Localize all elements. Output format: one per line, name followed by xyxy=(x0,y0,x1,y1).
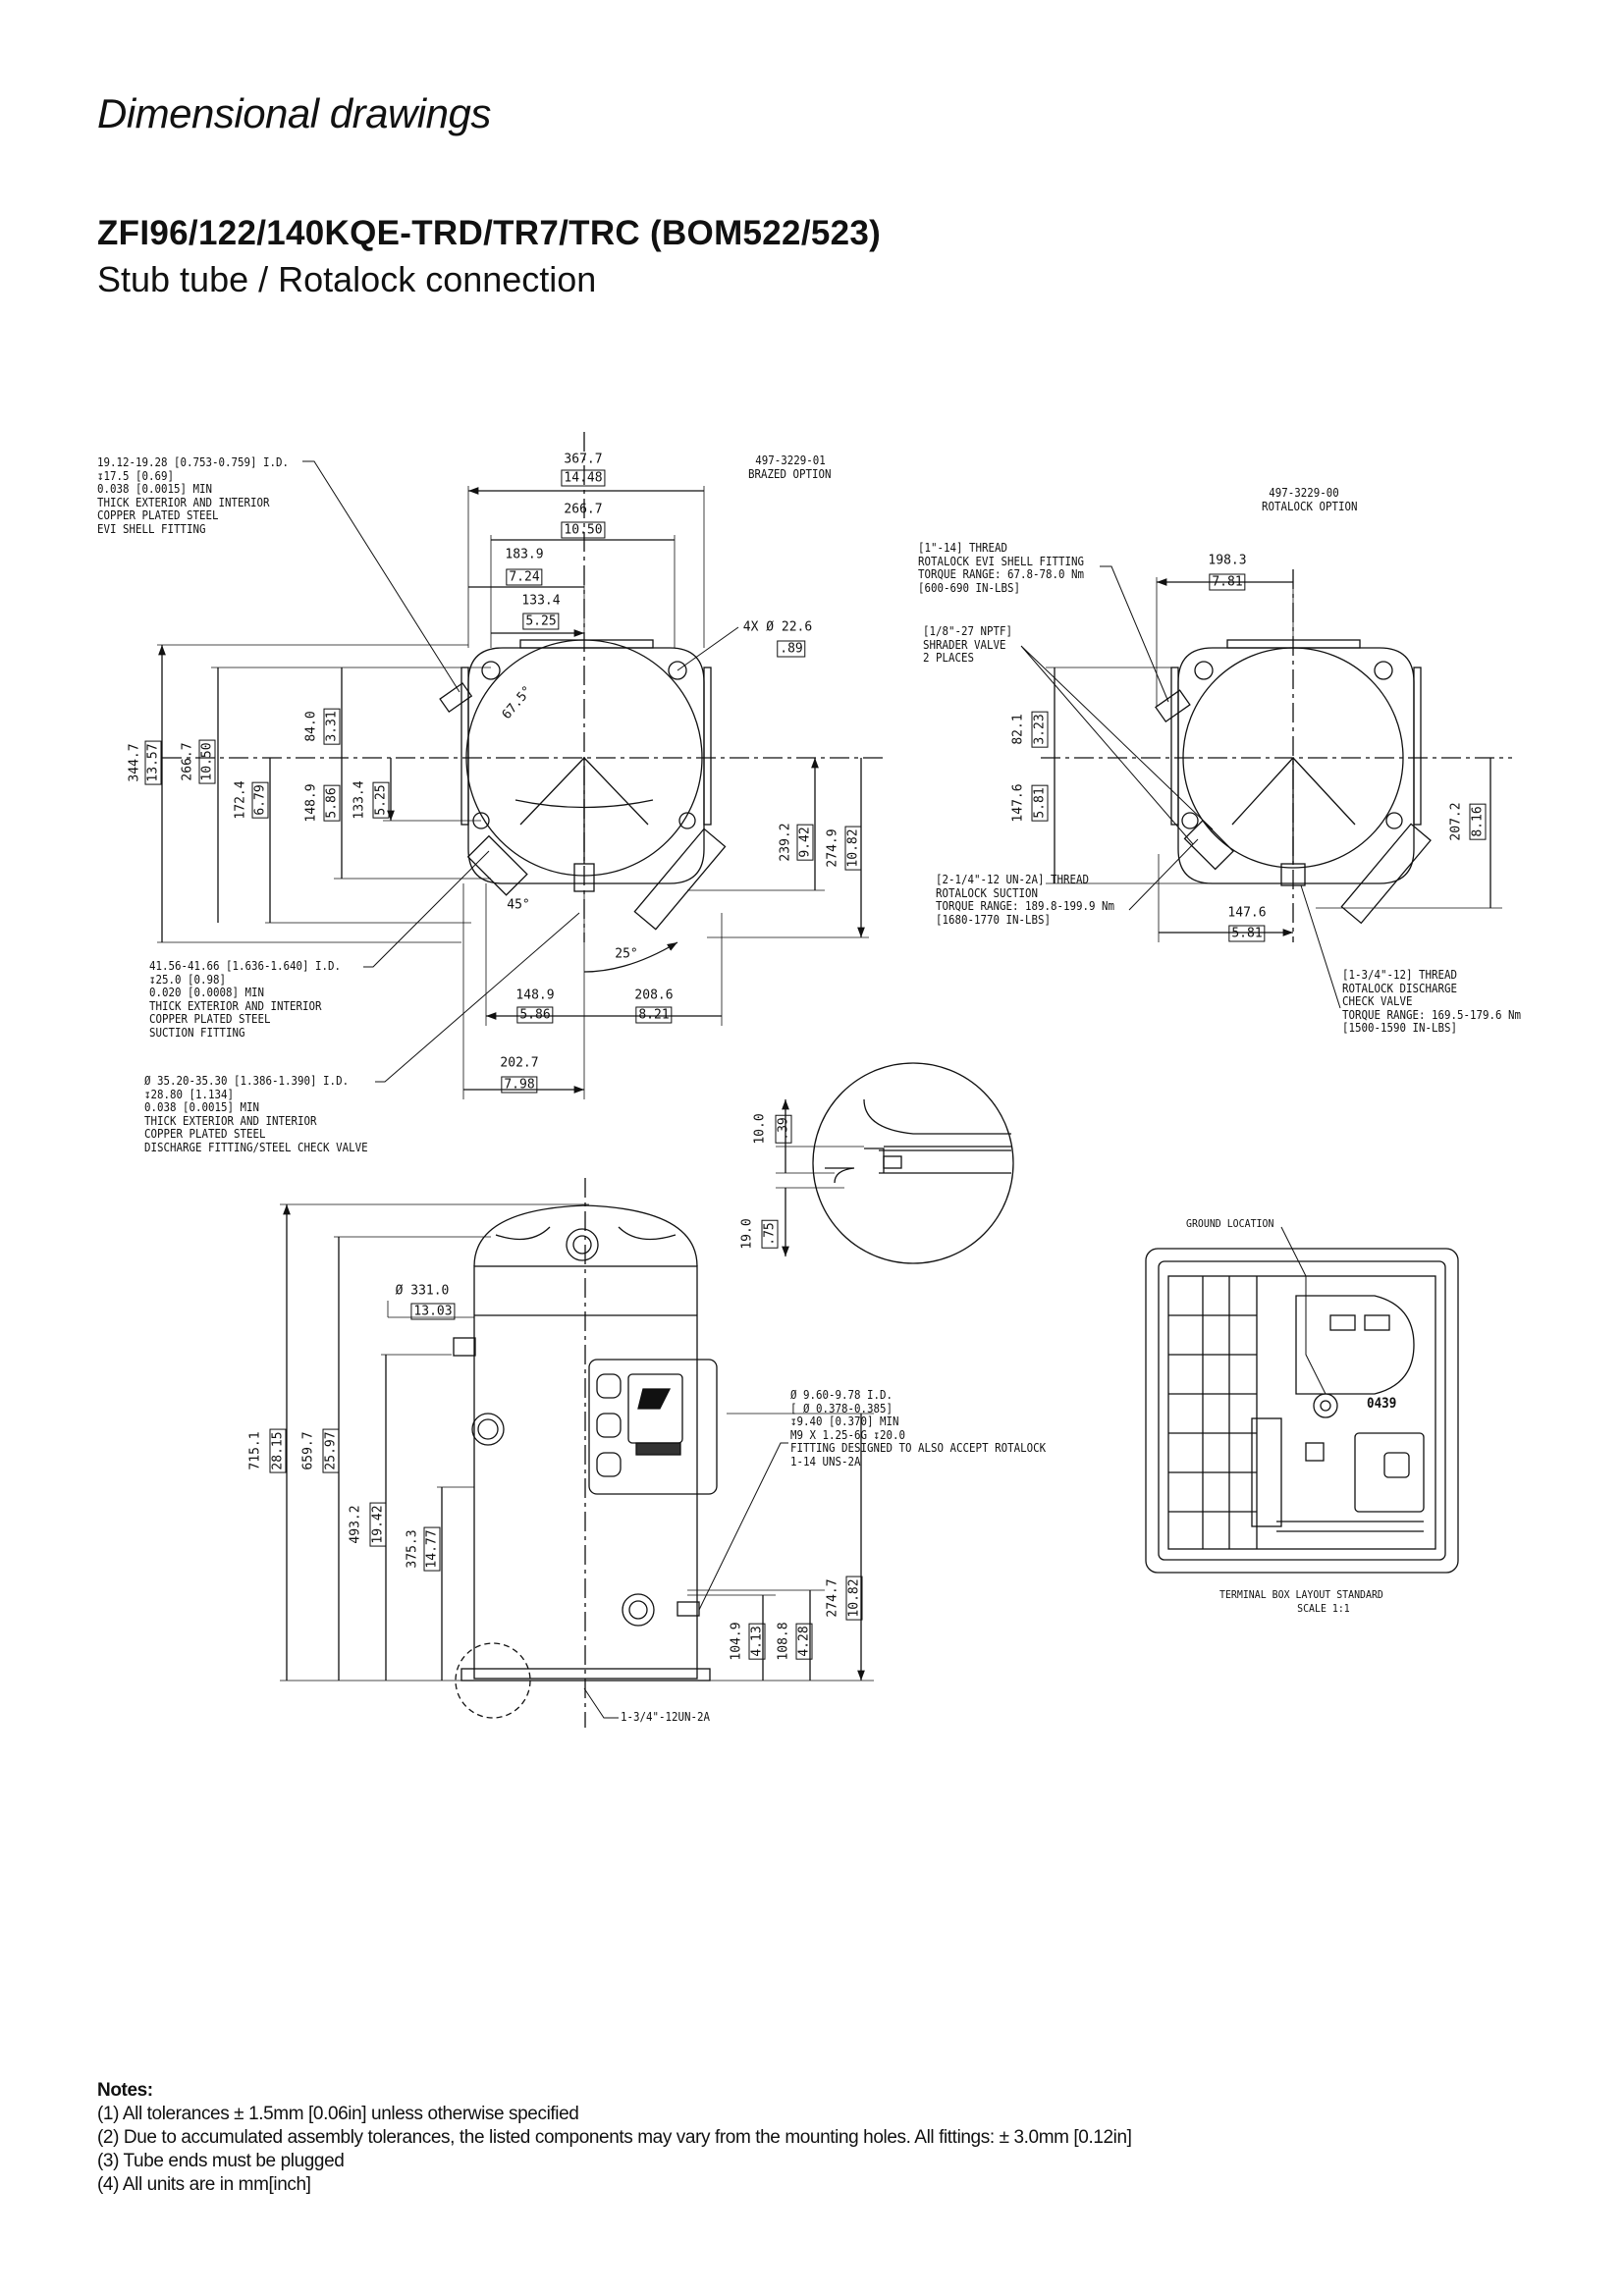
dim-inch: .75 xyxy=(761,1219,779,1249)
shell-diameter: Ø 331.0 xyxy=(395,1283,450,1299)
dim-value: 266.7 xyxy=(564,502,603,517)
dim-value: 208.6 xyxy=(634,988,674,1003)
dim-value: 148.9 xyxy=(303,783,319,823)
dim-inch: 5.81 xyxy=(1228,925,1266,942)
brazed-top-view xyxy=(157,432,884,1099)
dim-value: 104.9 xyxy=(729,1622,744,1661)
dim-inch: 7.81 xyxy=(1209,573,1246,591)
dim-inch: 10.82 xyxy=(845,1575,863,1621)
dim-value: 148.9 xyxy=(515,988,555,1003)
dim-value: 198.3 xyxy=(1208,553,1247,568)
dim-value: 266.7 xyxy=(180,742,195,781)
dim-value: 344.7 xyxy=(127,743,142,782)
dim-value: 274.9 xyxy=(825,828,840,868)
dim-inch: 5.86 xyxy=(516,1006,554,1024)
dim-inch: 5.25 xyxy=(372,781,390,819)
dim-value: 172.4 xyxy=(233,780,248,820)
dim-value: 274.7 xyxy=(825,1578,840,1618)
evi-fitting-note: Ø 9.60-9.78 I.D.[ Ø 0.378-0.385]↧9.40 [0… xyxy=(790,1388,1047,1468)
dim-inch: 10.82 xyxy=(844,826,862,871)
suction-fitting-note: 41.56-41.66 [1.636-1.640] I.D.↧25.0 [0.9… xyxy=(149,959,342,1040)
ground-location-label: GROUND LOCATION xyxy=(1186,1217,1274,1230)
model-heading: ZFI96/122/140KQE-TRD/TR7/TRC (BOM522/523… xyxy=(97,214,882,252)
dim-inch: 9.42 xyxy=(796,824,814,861)
dim-value: 147.6 xyxy=(1227,905,1267,921)
dim-inch: 8.21 xyxy=(635,1006,673,1024)
dim-inch: 28.15 xyxy=(269,1428,287,1473)
dim-inch: 4.13 xyxy=(748,1623,766,1660)
dim-inch: 19.42 xyxy=(369,1502,387,1547)
dim-inch: 8.16 xyxy=(1469,803,1487,840)
dim-inch: 10.50 xyxy=(198,739,216,784)
dim-value: 239.2 xyxy=(778,823,793,862)
mounting-holes-inch: .89 xyxy=(777,640,806,658)
dim-value: 715.1 xyxy=(247,1431,263,1470)
dim-inch: 7.24 xyxy=(506,568,543,586)
dim-inch: 5.25 xyxy=(522,613,560,630)
evi-shell-fitting-note: 19.12-19.28 [0.753-0.759] I.D.↧17.5 [0.6… xyxy=(97,455,290,536)
dim-value: 133.4 xyxy=(521,593,561,609)
connection-subtitle: Stub tube / Rotalock connection xyxy=(97,259,597,299)
dim-value: 84.0 xyxy=(303,711,319,742)
terminal-box-view xyxy=(1145,1226,1459,1574)
page-title: Dimensional drawings xyxy=(97,90,491,136)
dim-value: 367.7 xyxy=(564,452,603,467)
dim-inch: 13.57 xyxy=(144,740,162,785)
dim-value: 207.2 xyxy=(1448,802,1464,841)
dim-inch: 3.31 xyxy=(323,708,341,745)
dim-value: 133.4 xyxy=(352,780,367,820)
dim-inch: 10.50 xyxy=(561,521,606,539)
dim-value: 108.8 xyxy=(776,1622,791,1661)
dim-inch: 3.23 xyxy=(1031,711,1049,748)
rotalock-top-view xyxy=(1020,565,1512,1009)
foot-detail-view xyxy=(776,1062,1014,1263)
terminal-code: 0439 xyxy=(1367,1396,1397,1412)
notes-title: Notes: xyxy=(97,2080,153,2101)
dim-inch: 6.79 xyxy=(251,781,269,819)
dim-value: 147.6 xyxy=(1010,783,1026,823)
note-item: (1) All tolerances ± 1.5mm [0.06in] unle… xyxy=(97,2104,579,2124)
dim-value: 659.7 xyxy=(300,1431,316,1470)
dim-inch: .39 xyxy=(775,1114,792,1144)
dim-inch: 7.98 xyxy=(501,1076,538,1094)
dim-inch: 5.86 xyxy=(323,784,341,822)
dim-value: 375.3 xyxy=(405,1529,420,1569)
dim-value: 19.0 xyxy=(739,1218,755,1250)
note-item: (4) All units are in mm[inch] xyxy=(97,2174,311,2195)
dim-inch: 5.81 xyxy=(1031,784,1049,822)
dim-value: 10.0 xyxy=(752,1113,768,1145)
thread-label: 1-3/4"-12UN-2A xyxy=(621,1710,711,1724)
notes-section: Notes: (1) All tolerances ± 1.5mm [0.06i… xyxy=(97,2079,1132,2197)
note-item: (2) Due to accumulated assembly toleranc… xyxy=(97,2127,1132,2148)
dim-inch: 14.48 xyxy=(561,469,606,487)
angle-label: 25° xyxy=(615,946,638,962)
dim-value: 82.1 xyxy=(1010,714,1026,745)
angle-label: 45° xyxy=(507,897,530,913)
mounting-holes-label: 4X Ø 22.6 xyxy=(742,619,813,635)
shell-diameter-inch: 13.03 xyxy=(410,1303,456,1320)
note-item: (3) Tube ends must be plugged xyxy=(97,2151,345,2171)
dim-value: 183.9 xyxy=(505,547,544,562)
dim-value: 493.2 xyxy=(348,1505,363,1544)
dim-inch: 25.97 xyxy=(322,1428,340,1473)
dim-value: 202.7 xyxy=(500,1055,539,1071)
discharge-fitting-note: Ø 35.20-35.30 [1.386-1.390] I.D.↧28.80 [… xyxy=(144,1074,368,1154)
dim-inch: 4.28 xyxy=(795,1623,813,1660)
side-elevation-view xyxy=(280,1178,874,1728)
dim-inch: 14.77 xyxy=(423,1526,441,1572)
